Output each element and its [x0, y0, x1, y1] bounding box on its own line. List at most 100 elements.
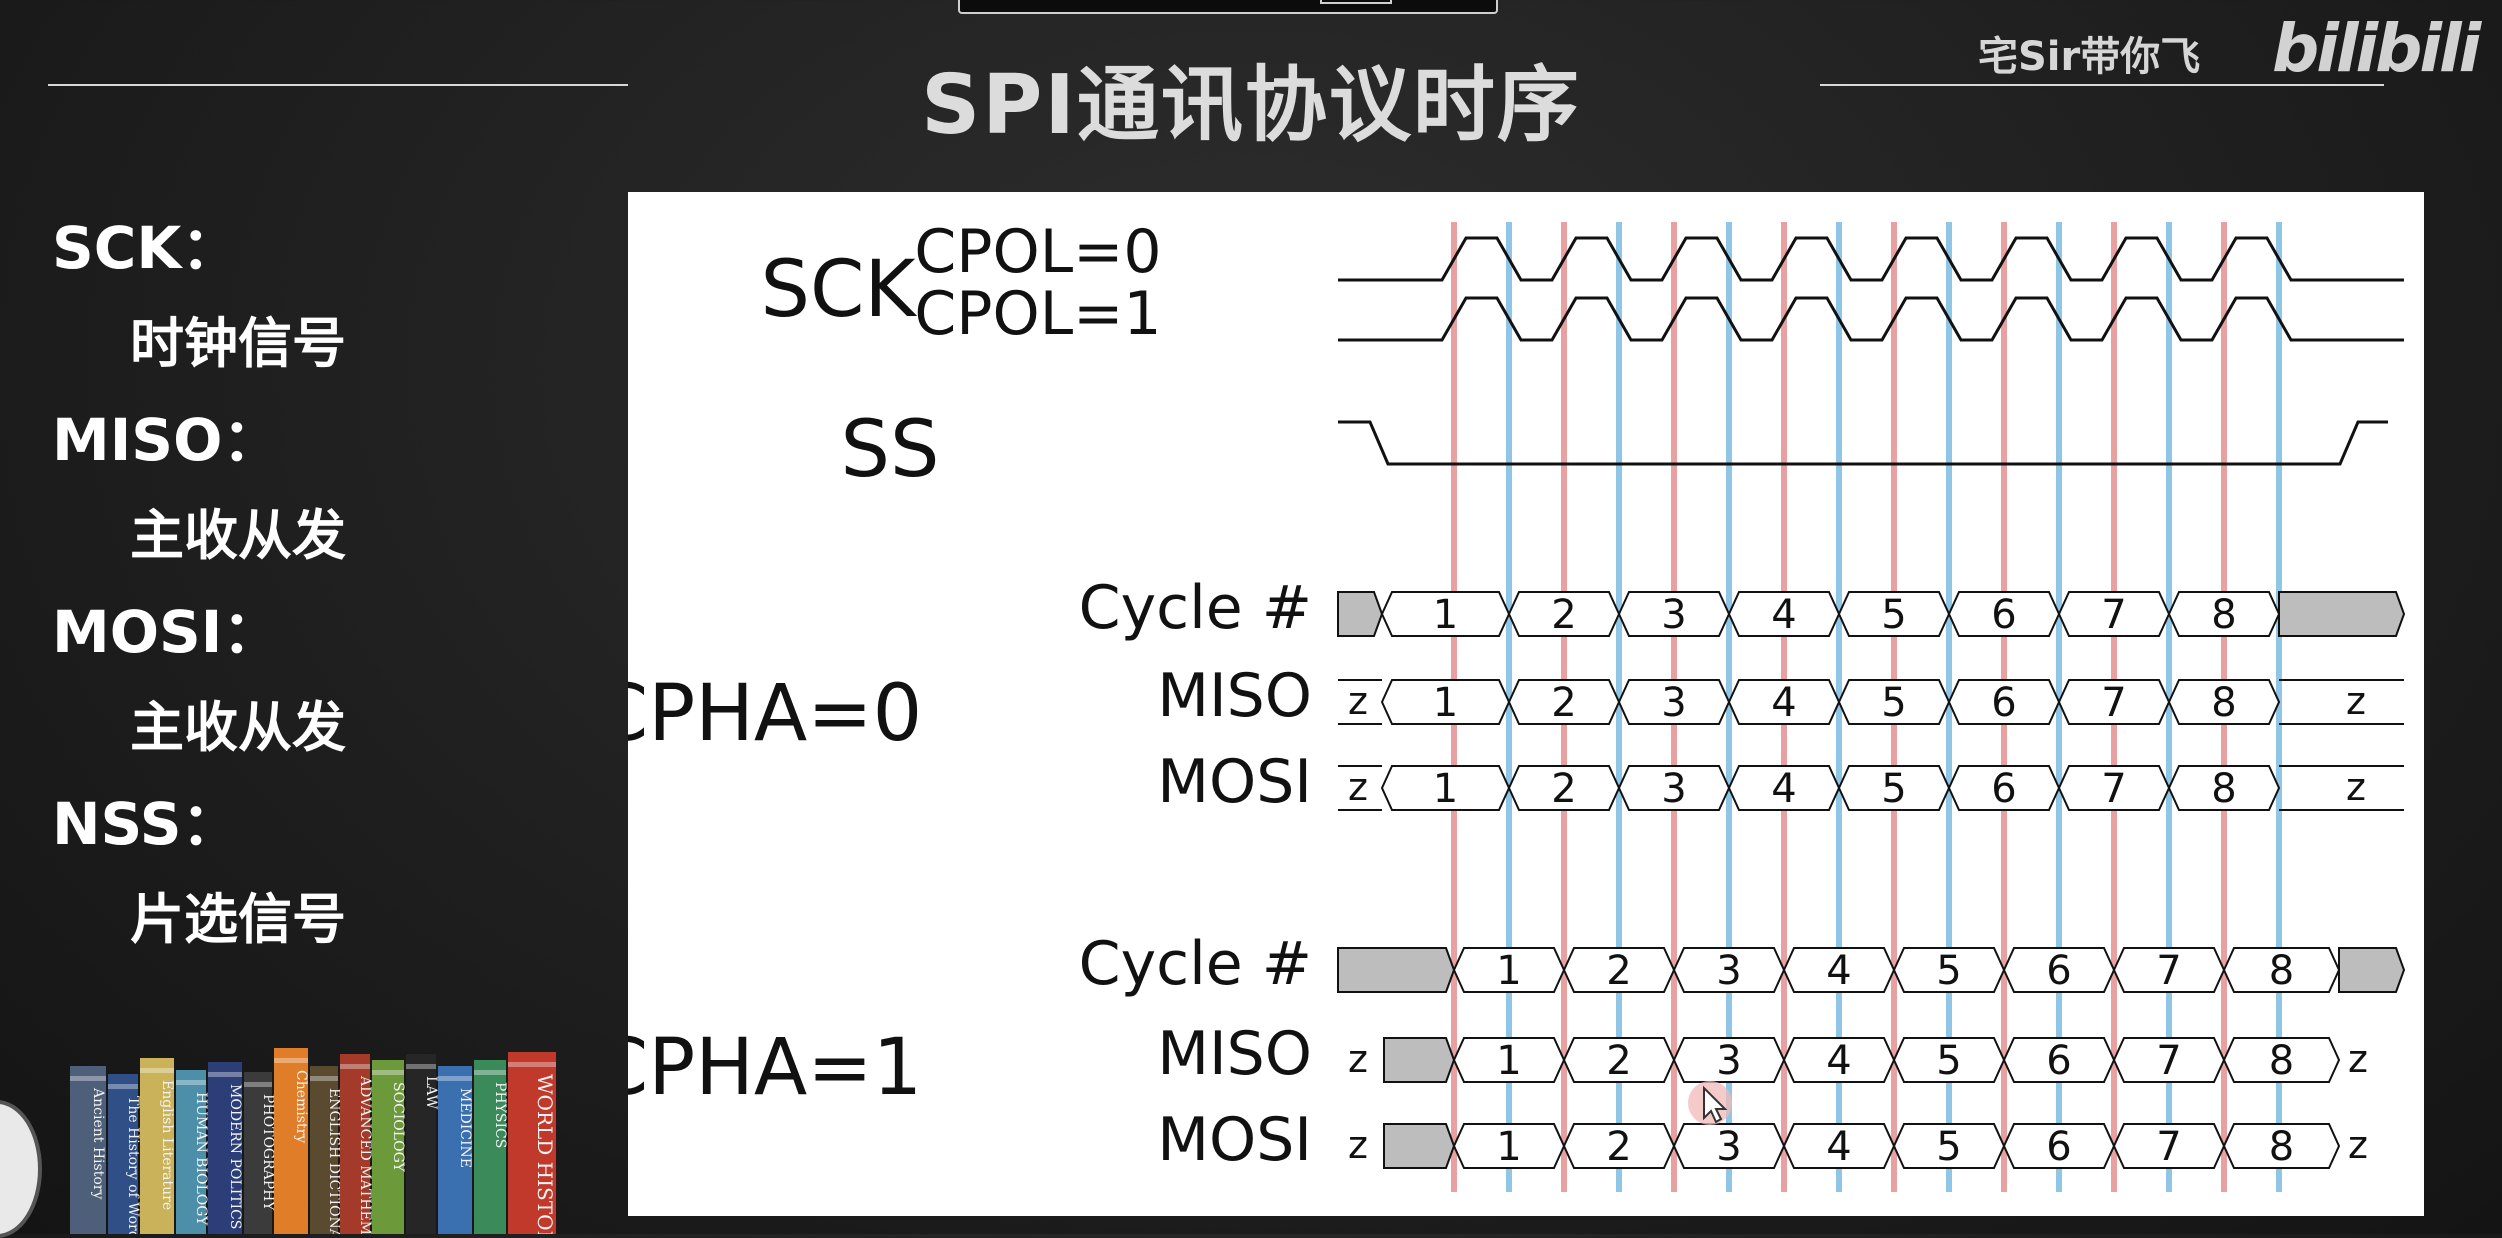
cpha1-mosi-bit-4-label: 4 — [1826, 1124, 1851, 1170]
cpha1-cycle-8-label: 8 — [2269, 948, 2294, 994]
title-rule-right — [1820, 84, 2384, 86]
book-spine-7 — [274, 1048, 308, 1234]
cpha0-mosi-bit-6-label: 6 — [1991, 766, 2016, 812]
cpha1-miso-bit-4-label: 4 — [1826, 1038, 1851, 1084]
cpha0-mosi-bit-8-label: 8 — [2211, 766, 2236, 812]
cpha0-mosi-bit-1-label: 1 — [1433, 766, 1458, 812]
cpha1-mosi-bit-8 — [2222, 1123, 2341, 1169]
cpha1-mosi-bit-8-label: 8 — [2269, 1124, 2294, 1170]
book-title-1: Ancient History — [90, 1087, 106, 1199]
cpha0-miso-hiz-start-label: z — [1348, 679, 1368, 723]
book-spine-13 — [474, 1060, 506, 1234]
cpha1-cycle-2-label: 2 — [1606, 948, 1631, 994]
book-band-13 — [474, 1070, 506, 1075]
note-desc-sck: 时钟信号 — [130, 312, 346, 375]
cpha0-mosi-hiz-end-label: z — [2346, 765, 2366, 809]
cpha0-miso-bit-4-label: 4 — [1771, 680, 1796, 726]
cpha0-mosi-bit-7-label: 7 — [2101, 766, 2126, 812]
timing-diagram-svg: SCK CPOL=0 CPOL=1 SS CPHA=0 Cycle # MISO… — [594, 217, 2406, 1192]
book-spine-11 — [406, 1054, 436, 1234]
book-spine-6 — [244, 1072, 272, 1234]
book-spine-14 — [508, 1052, 556, 1234]
cpha1-cycle-idle-start — [1337, 947, 1456, 993]
cpha1-miso-bit-2-label: 2 — [1606, 1038, 1631, 1084]
cpha0-miso-bit-2-label: 2 — [1551, 680, 1576, 726]
bilibili-logo: bilibili — [2272, 10, 2481, 87]
cpha1-miso-bit-8 — [2222, 1037, 2341, 1083]
cpha1-miso-bit-5-label: 5 — [1936, 1038, 1961, 1084]
book-band-9 — [340, 1064, 370, 1069]
book-spine-9 — [340, 1054, 370, 1234]
cpha0-cycle-3-label: 3 — [1661, 592, 1686, 638]
cpha1-mosi-bit-2-label: 2 — [1606, 1124, 1631, 1170]
note-term-sck: SCK： — [52, 214, 240, 282]
cpha0-miso-hiz-end-label: z — [2346, 679, 2366, 723]
cpha1-cycle-label: Cycle # — [1079, 929, 1312, 999]
cpha0-cycle-6-label: 6 — [1991, 592, 2016, 638]
cpha1-cycle-4-label: 4 — [1826, 948, 1851, 994]
book-title-10: SOCIOLOGY — [390, 1082, 406, 1173]
book-title-4: HUMAN BIOLOGY — [193, 1092, 209, 1226]
cpha0-miso-bit-6-label: 6 — [1991, 680, 2016, 726]
cpha1-mosi-bit-3-label: 3 — [1716, 1124, 1741, 1170]
cpha1-mosi-label: MOSI — [1157, 1105, 1312, 1175]
cpha0-mosi-bit-5-label: 5 — [1881, 766, 1906, 812]
cpha0-mosi-bit-3-label: 3 — [1661, 766, 1686, 812]
cpha0-mosi-label: MOSI — [1157, 747, 1312, 817]
cpha1-miso-bit-1-label: 1 — [1496, 1038, 1521, 1084]
book-title-2: The History of Words — [125, 1096, 141, 1234]
signal-notes: SCK： 时钟信号 MISO： 主收从发 MOSI： 主收从发 NSS： 片选信… — [52, 200, 612, 968]
book-band-4 — [176, 1080, 206, 1085]
clock-icon — [0, 1100, 42, 1238]
cpha1-cycle-5-label: 5 — [1936, 948, 1961, 994]
cpha0-miso-bit-8-label: 8 — [2211, 680, 2236, 726]
book-band-6 — [244, 1082, 272, 1087]
cpha1-cycle-3-label: 3 — [1716, 948, 1741, 994]
note-term-nss: NSS： — [52, 790, 240, 858]
book-band-7 — [274, 1058, 308, 1063]
cpha1-mosi-hiz-end-label: z — [2348, 1123, 2368, 1167]
cpha1-miso-label: MISO — [1157, 1019, 1312, 1089]
cpha1-label: CPHA=1 — [628, 1023, 922, 1113]
book-spine-8 — [310, 1066, 338, 1234]
book-band-8 — [310, 1076, 338, 1081]
book-title-14: WORLD HISTORY — [533, 1074, 557, 1234]
cpha0-cycle-8-label: 8 — [2211, 592, 2236, 638]
book-spine-1 — [70, 1066, 106, 1234]
cpha0-cycle-label: Cycle # — [1079, 573, 1312, 643]
cpha0-miso-bit-3-label: 3 — [1661, 680, 1686, 726]
cpha0-mosi-bit-2-label: 2 — [1551, 766, 1576, 812]
signal-labels: SCK CPOL=0 CPOL=1 SS CPHA=0 Cycle # MISO… — [594, 217, 1312, 1175]
cpha1-mosi-bit-7-label: 7 — [2156, 1124, 2181, 1170]
cpha0-miso-bit-7-label: 7 — [2101, 680, 2126, 726]
cpol1-label: CPOL=1 — [914, 279, 1161, 349]
book-band-12 — [438, 1076, 472, 1081]
cpha1-mosi-hiz-start-label: z — [1348, 1123, 1368, 1167]
cpha1-miso-hiz-end-label: z — [2348, 1037, 2368, 1081]
cpha1-mosi-bit-1-label: 1 — [1496, 1124, 1521, 1170]
sck-cpol0-waveform — [1338, 236, 2404, 282]
note-desc-mosi: 主收从发 — [130, 696, 346, 759]
cpha0-cycle-5-label: 5 — [1881, 592, 1906, 638]
book-band-3 — [140, 1068, 174, 1073]
cpha1-cycle-6-label: 6 — [2046, 948, 2071, 994]
cpha1-cycle-7-label: 7 — [2156, 948, 2181, 994]
spi-timing-diagram: SCK CPOL=0 CPOL=1 SS CPHA=0 Cycle # MISO… — [594, 192, 2424, 1216]
cpha1-cycle-idle-end — [2338, 947, 2406, 993]
cpha1-miso-bit-3-label: 3 — [1716, 1038, 1741, 1084]
cpha0-cycle-2-label: 2 — [1551, 592, 1576, 638]
window-tab — [958, 0, 1498, 14]
book-title-8: ENGLISH DICTIONARY — [326, 1088, 342, 1234]
ss-waveform — [1338, 420, 2388, 466]
sck-label: SCK — [760, 245, 917, 335]
cpha1-miso-idle-start — [1383, 1037, 1456, 1083]
cpol0-label: CPOL=0 — [914, 217, 1161, 287]
cpha1-cycle-1-label: 1 — [1496, 948, 1521, 994]
window-tab-button[interactable] — [1320, 0, 1392, 4]
book-band-1 — [70, 1076, 106, 1081]
cpha0-miso-bit-1-label: 1 — [1433, 680, 1458, 726]
book-title-3: English Literature — [159, 1080, 175, 1210]
cpha1-miso-bit-6-label: 6 — [2046, 1038, 2071, 1084]
waveforms — [1338, 236, 2404, 466]
